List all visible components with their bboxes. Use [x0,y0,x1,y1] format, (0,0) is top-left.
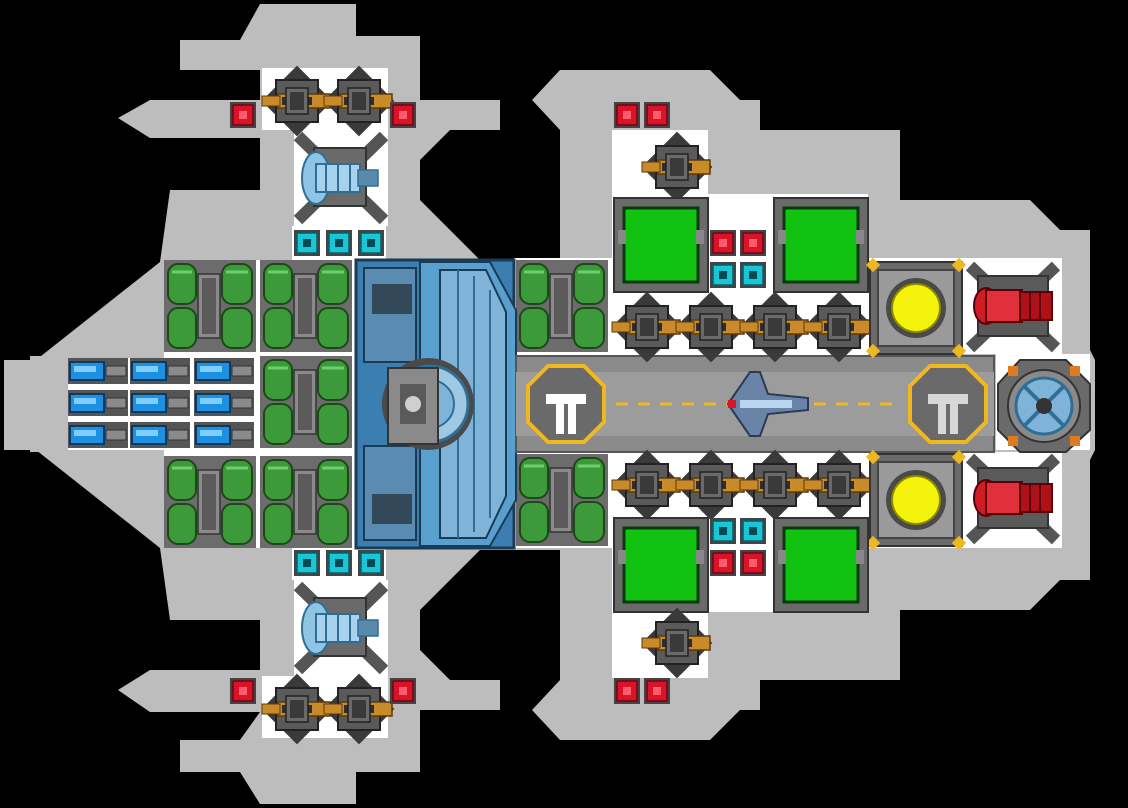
shield-generator-icon[interactable] [864,256,968,360]
storage-crate-icon[interactable] [739,229,767,257]
storage-crate-icon[interactable] [357,549,385,577]
storage-crate-icon[interactable] [613,101,641,129]
fuel-tank-icon[interactable] [514,258,610,354]
storage-crate-icon[interactable] [293,549,321,577]
storage-crate-icon[interactable] [709,517,737,545]
thruster-icon[interactable] [970,458,1056,540]
fuel-tank-icon[interactable] [258,258,354,354]
storage-crate-icon[interactable] [709,229,737,257]
console-screen-icon[interactable] [612,516,710,614]
console-screen-icon[interactable] [772,516,870,614]
shield-generator-icon[interactable] [864,448,968,552]
storage-crate-icon[interactable] [709,549,737,577]
battery-cell-icon[interactable] [67,389,129,417]
storage-crate-icon[interactable] [643,677,671,705]
storage-crate-icon[interactable] [325,549,353,577]
battery-bank [67,357,255,449]
battery-cell-icon[interactable] [193,357,255,385]
fuel-tank-icon[interactable] [258,354,354,450]
battery-cell-icon[interactable] [193,389,255,417]
storage-crate-icon[interactable] [357,229,385,257]
hangar-bay[interactable] [515,355,995,453]
battery-cell-icon[interactable] [67,421,129,449]
battery-cell-icon[interactable] [67,357,129,385]
storage-crate-icon[interactable] [389,677,417,705]
storage-crate-icon[interactable] [325,229,353,257]
fuel-tank-icon[interactable] [162,454,258,550]
storage-crate-icon[interactable] [739,517,767,545]
reactor-core[interactable] [354,258,517,550]
battery-cell-icon[interactable] [193,421,255,449]
storage-crate-icon[interactable] [229,677,257,705]
storage-crate-icon[interactable] [709,261,737,289]
fighter-ship-icon[interactable] [726,371,809,437]
storage-crate-icon[interactable] [229,101,257,129]
battery-cell-icon[interactable] [129,389,191,417]
storage-crate-icon[interactable] [643,101,671,129]
storage-crate-icon[interactable] [613,677,641,705]
battery-cell-icon[interactable] [129,421,191,449]
fuel-tank-icon[interactable] [162,258,258,354]
thruster-icon[interactable] [970,266,1056,348]
storage-crate-icon[interactable] [739,549,767,577]
storage-crate-icon[interactable] [739,261,767,289]
storage-crate-icon[interactable] [389,101,417,129]
storage-crate-icon[interactable] [293,229,321,257]
battery-cell-icon[interactable] [129,357,191,385]
console-screen-icon[interactable] [772,196,870,294]
fuel-tank-icon[interactable] [258,454,354,550]
console-screen-icon[interactable] [612,196,710,294]
fuel-tank-icon[interactable] [514,452,610,548]
navigation-core[interactable] [997,359,1091,453]
